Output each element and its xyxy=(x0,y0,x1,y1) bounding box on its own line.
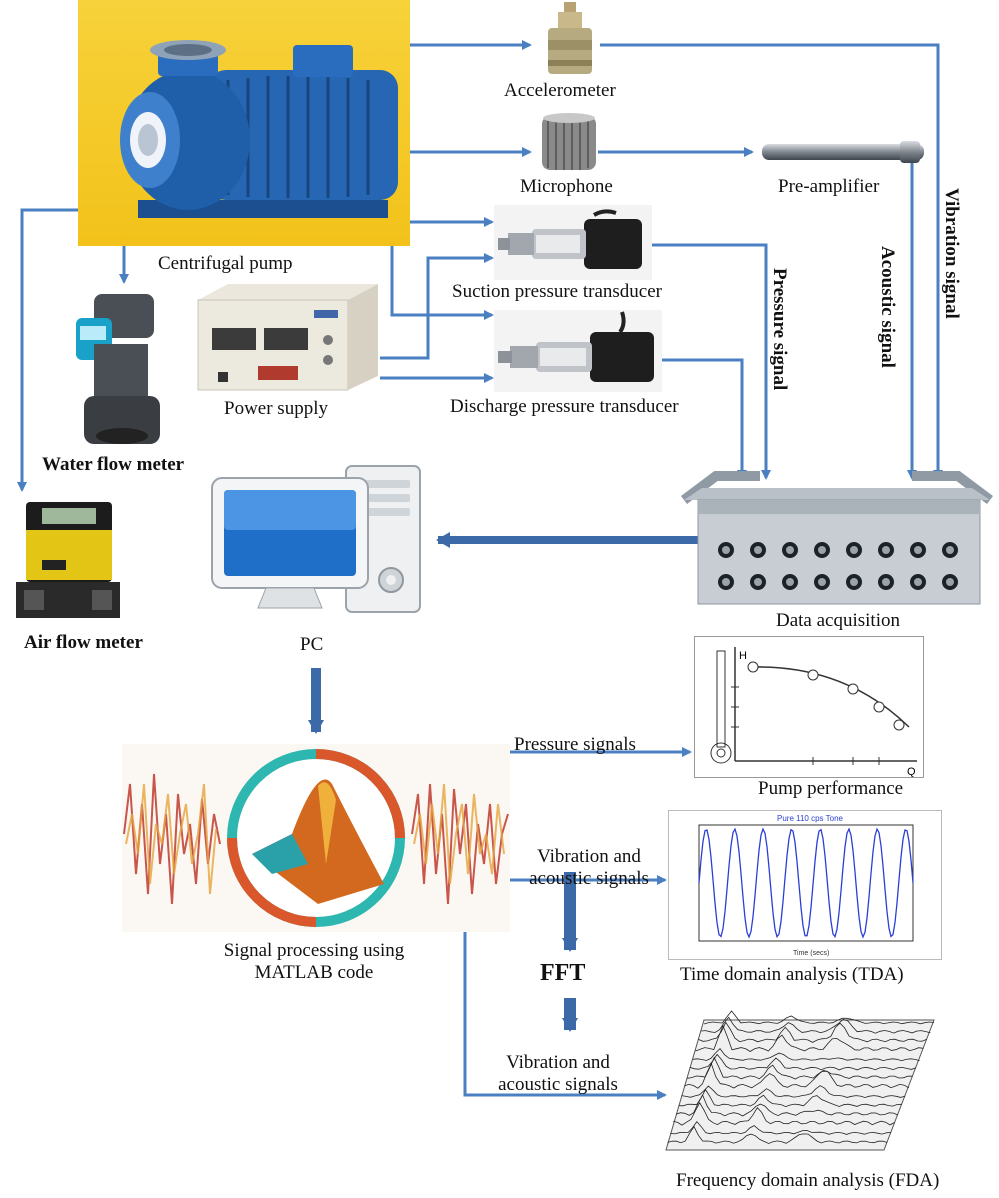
fda-trace xyxy=(687,1056,913,1080)
centrifugal-pump-label: Centrifugal pump xyxy=(158,253,293,274)
fda-trace xyxy=(703,1010,935,1025)
fda-trace xyxy=(678,1088,902,1108)
centrifugal-pump-image xyxy=(78,0,410,246)
water-flow-meter-image xyxy=(64,288,174,448)
fda-trace xyxy=(701,1016,931,1034)
power-supply-label: Power supply xyxy=(224,398,328,419)
arrow-pump-discharge xyxy=(390,245,494,320)
matlab-signal-image xyxy=(122,744,510,932)
fda-trace xyxy=(695,1024,924,1052)
air-flow-meter-label: Air flow meter xyxy=(24,632,143,653)
discharge-transducer-image xyxy=(494,310,662,392)
fda-trace xyxy=(673,1101,895,1126)
fda-trace xyxy=(670,1120,891,1135)
fda-trace xyxy=(675,1094,899,1117)
vibration-acoustic-1-line2: acoustic signals xyxy=(529,867,649,889)
pump-curve-h-label: H xyxy=(739,650,747,662)
accelerometer-image xyxy=(540,0,600,80)
pressure-signals-label: Pressure signals xyxy=(514,734,636,755)
arrow-discharge-daq xyxy=(662,358,747,480)
arrow-suction-daq xyxy=(652,243,771,480)
arrow-power-suction xyxy=(380,253,494,360)
suction-transducer-label: Suction pressure transducer xyxy=(452,281,662,302)
time-domain-chart: Pure 110 cps Tone Time (secs) xyxy=(668,810,942,960)
data-acquisition-image xyxy=(676,470,999,610)
vibration-acoustic-2-line2: acoustic signals xyxy=(498,1073,618,1095)
pressure-signal-vertical-label: Pressure signal xyxy=(769,268,790,391)
vibration-acoustic-1-line1: Vibration and xyxy=(537,846,641,867)
frequency-domain-label: Frequency domain analysis (FDA) xyxy=(676,1170,940,1191)
air-flow-meter-image xyxy=(12,498,124,622)
arrow-fda xyxy=(463,930,667,1100)
vibration-signal-vertical-label: Vibration signal xyxy=(941,188,962,319)
vibration-acoustic-2-line1: Vibration and xyxy=(506,1052,610,1073)
signal-processing-line1: Signal processing using xyxy=(223,940,405,961)
tda-wave xyxy=(698,827,914,939)
arrow-pump-airflow xyxy=(17,208,78,492)
pump-performance-chart: H Q xyxy=(694,636,924,778)
water-flow-meter-label: Water flow meter xyxy=(42,454,185,475)
data-acquisition-label: Data acquisition xyxy=(776,610,900,631)
discharge-transducer-label: Discharge pressure transducer xyxy=(450,396,679,417)
fda-trace xyxy=(692,1047,920,1062)
tda-xlabel: Time (secs) xyxy=(793,950,829,957)
fda-trace xyxy=(667,1125,888,1144)
fda-trace xyxy=(684,1062,910,1089)
microphone-image xyxy=(538,112,600,176)
fda-trace xyxy=(681,1085,906,1099)
frequency-domain-chart xyxy=(664,1000,964,1162)
pc-image xyxy=(206,458,432,618)
pump-curve-q-label: Q xyxy=(907,766,916,777)
pre-amplifier-image xyxy=(760,136,926,166)
pump-performance-label: Pump performance xyxy=(758,778,904,799)
tda-title: Pure 110 cps Tone xyxy=(777,814,844,823)
acoustic-signal-vertical-label: Acoustic signal xyxy=(877,246,898,368)
arrow-vibration-signal xyxy=(600,43,943,480)
pc-label: PC xyxy=(300,634,324,655)
microphone-label: Microphone xyxy=(520,176,613,197)
pre-amplifier-label: Pre-amplifier xyxy=(778,176,880,197)
fda-trace xyxy=(698,1021,927,1043)
power-supply-image xyxy=(188,280,380,392)
suction-transducer-image xyxy=(494,205,652,280)
signal-processing-line2: MATLAB code xyxy=(254,961,374,983)
vibration-acoustic-2-label: Vibration and acoustic signals xyxy=(478,1052,638,1096)
fft-label: FFT xyxy=(540,960,586,986)
time-domain-label: Time domain analysis (TDA) xyxy=(680,964,904,985)
accelerometer-label: Accelerometer xyxy=(504,80,616,101)
signal-processing-label: Signal processing using MATLAB code xyxy=(186,940,442,984)
vibration-acoustic-1-label: Vibration and acoustic signals xyxy=(514,846,664,890)
fda-trace xyxy=(689,1053,917,1071)
